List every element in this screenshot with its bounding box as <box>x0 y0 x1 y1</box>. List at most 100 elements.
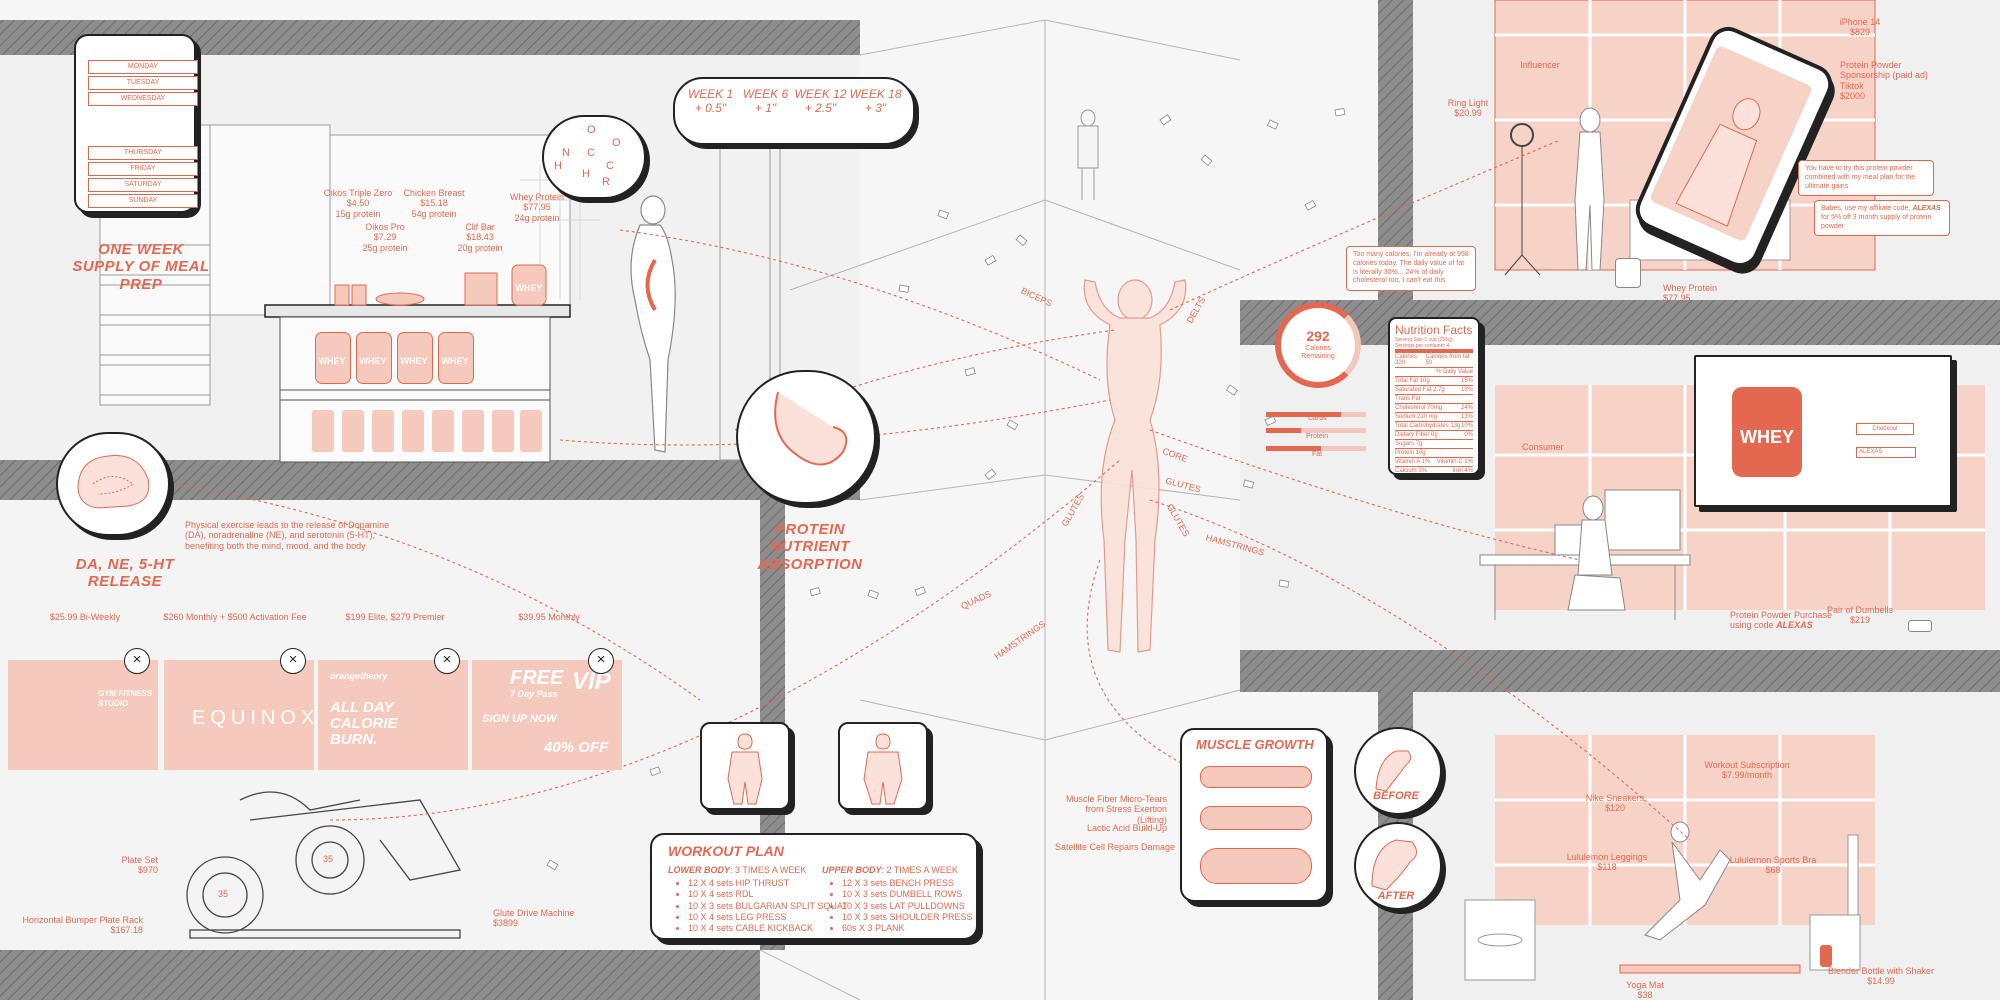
stomach-circle <box>736 370 876 504</box>
whey-jar-label-4: WHEY <box>441 356 469 366</box>
nutrition-serving-size: Serving Size 1 cup (255g) <box>1395 337 1453 343</box>
leggings-label: Lululemon Leggings$118 <box>1566 852 1648 873</box>
ad-2-close-icon[interactable]: × <box>280 648 306 674</box>
growth-step-2: Lactic Acid Build-Up <box>1086 823 1167 833</box>
protein-purchase-label: Protein Powder Purchase using code ALEXA… <box>1730 610 1833 631</box>
molecule-thought-bubble <box>542 115 646 199</box>
nutrition-row-vitamins: Vitamin A 1%Vitamin C 1% <box>1395 457 1473 465</box>
body-thumbnail-front <box>838 722 928 810</box>
upper-body-heading: UPPER BODY: 2 TIMES A WEEK <box>822 865 958 875</box>
blender-bottle-label: Blender Bottle with Shaker$14.99 <box>1827 966 1935 987</box>
lower-exercise-5: 10 X 4 sets CABLE KICKBACK <box>688 923 848 934</box>
influencer-label: Influencer <box>1520 60 1560 70</box>
arm-before-icon <box>1375 750 1412 792</box>
day-thursday: THURSDAY <box>88 146 198 160</box>
fat-bar-fill <box>1266 446 1321 451</box>
atom-r: R <box>602 176 610 188</box>
brain-icon <box>77 454 150 509</box>
calories-sub: Remaining <box>1301 353 1335 360</box>
ad-gym-fitness[interactable]: GYM FITNESS STUDIO <box>8 660 158 770</box>
nutrition-row-trans: Trans Fat <box>1395 394 1473 403</box>
ad-1-close-icon[interactable]: × <box>124 648 150 674</box>
meal-prep-title: ONE WEEK SUPPLY OF MEAL PREP <box>72 241 210 293</box>
influencer-whey-label: Whey Protein$77.95 <box>1663 283 1718 304</box>
ad-price-3: $199 Elite, $279 Premier <box>345 612 445 622</box>
week-6: WEEK 6+ 1" <box>742 87 789 115</box>
nutrition-row-minerals: Calcium 3%Iron 4% <box>1395 466 1473 474</box>
ad-equinox[interactable]: EQUINOX <box>164 660 314 770</box>
atom-o2: O <box>612 137 621 149</box>
atom-c2: C <box>606 160 614 172</box>
before-circle <box>1354 727 1442 815</box>
ad-3-close-icon[interactable]: × <box>434 648 460 674</box>
calorie-speech-bubble: Too many calories, I'm already at 958 ca… <box>1346 246 1476 291</box>
fat-label: Fat <box>1312 451 1323 458</box>
nutrition-facts-card: Nutrition Facts Serving Size 1 cup (255g… <box>1388 317 1480 475</box>
lower-body-list: 12 X 4 sets HIP THRUST 10 X 4 sets RDL 1… <box>674 878 848 934</box>
protein-bar-fill <box>1266 428 1301 433</box>
plate-number-2: 35 <box>323 854 334 864</box>
ad-3-line2: CALORIE <box>330 715 398 732</box>
body-thumbnail-back <box>700 722 790 810</box>
nutrition-dv-row: % Daily Value <box>1395 367 1473 376</box>
workout-plan-card: WORKOUT PLAN LOWER BODY: 3 TIMES A WEEK … <box>650 833 978 940</box>
after-circle <box>1354 822 1442 910</box>
checkout-button[interactable]: Checkout <box>1856 423 1914 435</box>
ad-2-line1: EQUINOX <box>192 707 314 729</box>
muscle-fiber-1 <box>1200 766 1312 788</box>
day-wednesday: WEDNESDAY <box>88 92 198 106</box>
sponsorship-label: Protein Powder Sponsorship (paid ad) Tik… <box>1840 60 1929 102</box>
whey-jar-label-3: WHEY <box>400 356 428 366</box>
whey-jar-3 <box>397 332 433 384</box>
ad-golds-vip[interactable]: FREE VIP 7 Day Pass SIGN UP NOW 40% OFF <box>472 660 622 770</box>
promo-code-field[interactable]: ALEXAS <box>1856 447 1916 458</box>
calorie-ring <box>1275 302 1361 388</box>
nike-sneakers-label: Nike Sneakers$120 <box>1585 793 1645 814</box>
day-tuesday: TUESDAY <box>88 76 198 90</box>
glute-drive-label: Glute Drive Machine$3899 <box>493 908 575 929</box>
workout-subscription-label: Workout Subscription$7.99/month <box>1704 760 1790 781</box>
counter-groceries <box>334 264 547 306</box>
brain-release-title: DA, NE, 5-HT RELEASE <box>75 556 175 591</box>
atom-c1: C <box>587 147 595 159</box>
whey-jar-1 <box>315 332 351 384</box>
calories-number: 292 <box>1306 328 1330 344</box>
iphone-label: iPhone 14$829 <box>1839 17 1881 38</box>
carbs-label: Carbs <box>1308 415 1327 422</box>
plate-number-1: 35 <box>218 889 229 899</box>
upper-exercise-1: 12 X 3 sets BENCH PRESS <box>842 878 973 889</box>
muscle-growth-title: MUSCLE GROWTH <box>1196 737 1314 752</box>
ad-4-close-icon[interactable]: × <box>588 648 614 674</box>
upper-exercise-4: 10 X 3 sets SHOULDER PRESS <box>842 912 973 923</box>
whey-jar-label-1: WHEY <box>318 356 346 366</box>
lower-exercise-2: 10 X 4 sets RDL <box>688 889 848 900</box>
whey-jar-2 <box>356 332 392 384</box>
brain-circle <box>56 432 170 536</box>
influencer-chat-1: You have to try this protein powder comb… <box>1798 160 1934 197</box>
stomach-icon <box>774 391 848 466</box>
protein-absorption-title: PROTEIN NUTRIENT ABSORPTION <box>757 521 863 573</box>
influencer-chat-2: Babes, use my affiliate code, ALEXAS for… <box>1814 200 1950 237</box>
checkout-window: WHEY Checkout ALEXAS <box>1694 355 1952 507</box>
before-label: BEFORE <box>1373 790 1419 802</box>
lower-exercise-3: 10 X 3 sets BULGARIAN SPLIT SQUAT <box>688 901 848 912</box>
ad-3-line1: ALL DAY <box>330 699 394 716</box>
upper-exercise-2: 10 X 3 sets DUMBELL ROWS <box>842 889 973 900</box>
week-1: WEEK 1+ 0.5" <box>687 87 734 115</box>
whey-jar-4 <box>438 332 474 384</box>
ad-4-discount: 40% OFF <box>544 739 609 756</box>
ad-4-free: FREE <box>510 667 564 689</box>
ad-3-line3: BURN. <box>330 731 378 748</box>
smartphone-frame[interactable] <box>1629 20 1839 274</box>
dumbbells-label: Pair of Dumbells$219 <box>1826 605 1894 626</box>
canisters-lower-shelf <box>312 410 542 452</box>
growth-step-3: Satellite Cell Repairs Damage <box>1055 842 1176 852</box>
ad-orangetheory[interactable]: orangetheory ALL DAY CALORIE BURN. <box>318 660 468 770</box>
upper-exercise-5: 60s X 3 PLANK <box>842 923 973 934</box>
